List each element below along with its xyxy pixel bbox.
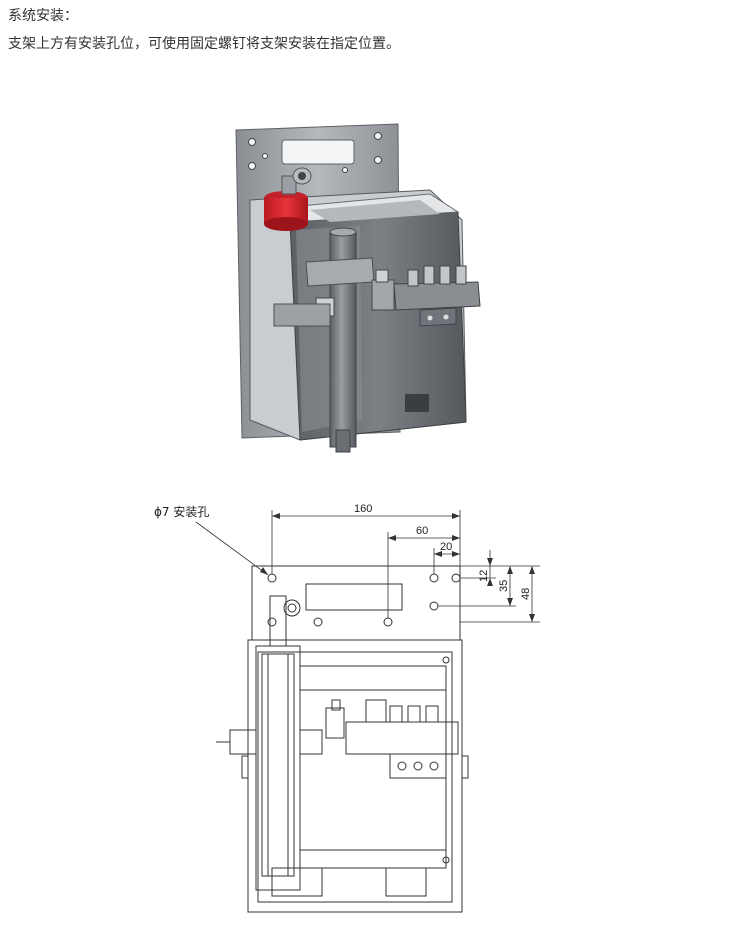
- section-heading: 系统安装：: [8, 8, 78, 24]
- red-cap: [264, 167, 312, 231]
- manifold-block: [273, 265, 481, 327]
- installation-description: 支架上方有安装孔位，可使用固定螺钉将支架安装在指定位置。: [8, 36, 400, 52]
- vertical-tube: [305, 227, 375, 453]
